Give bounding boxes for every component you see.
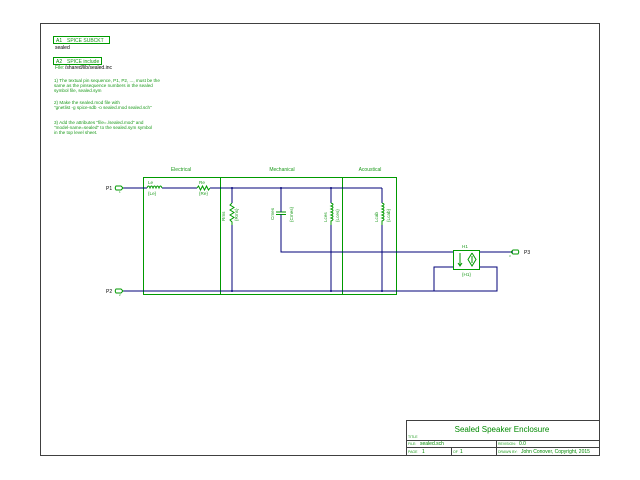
p2-label: P2: [106, 289, 112, 295]
drawn-by-value[interactable]: John Conover, Copyright, 2015: [521, 449, 590, 455]
sheet-frame: [40, 23, 600, 456]
rms-name: Rms: [221, 211, 226, 221]
note-line: 2) Make the sealed.mod file with: [54, 100, 120, 105]
a2-value: /shared/lib/sealed.inc: [65, 65, 112, 71]
le-name: Le: [148, 180, 154, 185]
a1-tag: A1: [56, 38, 62, 44]
cmes-name: Cmes: [270, 207, 275, 220]
note-line: in the top level sheet.: [54, 130, 97, 135]
h1-value: {H1}: [462, 272, 471, 277]
title-label: TITLE: [408, 435, 418, 439]
p1-sub: 1: [119, 190, 121, 194]
lcab-value: {Lcab}: [386, 209, 391, 222]
note-line: 1) The textual pin sequence, P1, P2, ...…: [54, 78, 160, 83]
p1-label: P1: [106, 186, 112, 192]
revision-label: REVISION:: [498, 442, 516, 446]
title-text[interactable]: Sealed Speaker Enclosure: [455, 425, 550, 434]
lcab-name: Lcab: [374, 212, 379, 222]
re-value: {Re}: [199, 191, 208, 196]
a2-label: SPICE include: [67, 59, 99, 65]
file-value[interactable]: sealed.sch: [420, 441, 444, 447]
notes-block: 1) The textual pin sequence, P1, P2, ...…: [54, 78, 160, 135]
acoustical-label: Acoustical: [359, 167, 382, 173]
p2-sub: 2: [119, 293, 121, 297]
lces-value: {Lces}: [335, 209, 340, 222]
re-name: Re: [199, 180, 205, 185]
of-value[interactable]: 1: [460, 449, 463, 455]
le-inductor[interactable]: Le {Le}: [146, 180, 163, 196]
p3-label: P3: [524, 250, 530, 256]
port-p3[interactable]: P3 3: [509, 249, 530, 258]
port-p1[interactable]: P1 1: [106, 185, 124, 194]
page-value[interactable]: 1: [422, 449, 425, 455]
a2-value-prefix: File:: [55, 65, 64, 71]
rms-value: {Rms}: [234, 208, 239, 221]
acoustical-domain-box[interactable]: [342, 177, 397, 295]
a1-label: SPICE SUBCKT: [67, 38, 104, 44]
h1-controlled-source[interactable]: H1 {H1}: [453, 244, 480, 277]
revision-value[interactable]: 0.0: [519, 441, 526, 447]
rms-resistor[interactable]: Rms {Rms}: [221, 202, 239, 225]
note-line: symbol file, sealed.sym: [54, 88, 102, 93]
attribute-a1[interactable]: A1 SPICE SUBCKT sealed: [53, 36, 110, 52]
attribute-a2[interactable]: A2 SPICE include File: /shared/lib/seale…: [53, 57, 113, 72]
note-line: "gnetlist -g spice-sdb -o sealed.mod sea…: [54, 105, 152, 110]
junctions: [231, 187, 383, 292]
note-line: same as the pinsequence numbers in the s…: [54, 83, 153, 88]
drawn-by-label: DRAWN BY:: [498, 450, 518, 454]
electrical-label: Electrical: [171, 167, 191, 173]
title-block: TITLE Sealed Speaker Enclosure FILE: sea…: [406, 420, 600, 456]
mechanical-label: Mechanical: [269, 167, 294, 173]
of-label: OF: [453, 450, 458, 454]
re-resistor[interactable]: Re {Re}: [196, 180, 211, 196]
a1-value: sealed: [55, 45, 70, 51]
p3-sub: 3: [509, 254, 511, 258]
note-line: 3) Add the attributes "file=./sealed.mod…: [54, 120, 144, 125]
lcab-inductor[interactable]: Lcab {Lcab}: [374, 202, 391, 225]
cmes-capacitor[interactable]: Cmes {Cmes}: [270, 206, 294, 222]
a2-tag: A2: [56, 59, 62, 65]
lces-inductor[interactable]: Lces {Lces}: [323, 202, 340, 225]
le-value: {Le}: [148, 191, 157, 196]
page-label: PAGE: [408, 450, 418, 454]
port-p2[interactable]: P2 2: [106, 288, 124, 297]
cmes-value: {Cmes}: [289, 206, 294, 222]
wires: [123, 187, 513, 292]
note-line: "model-name=sealed" to the sealed.sym sy…: [54, 125, 152, 130]
file-label: FILE:: [408, 442, 416, 446]
h1-name: H1: [462, 244, 468, 249]
lces-name: Lces: [323, 212, 328, 222]
